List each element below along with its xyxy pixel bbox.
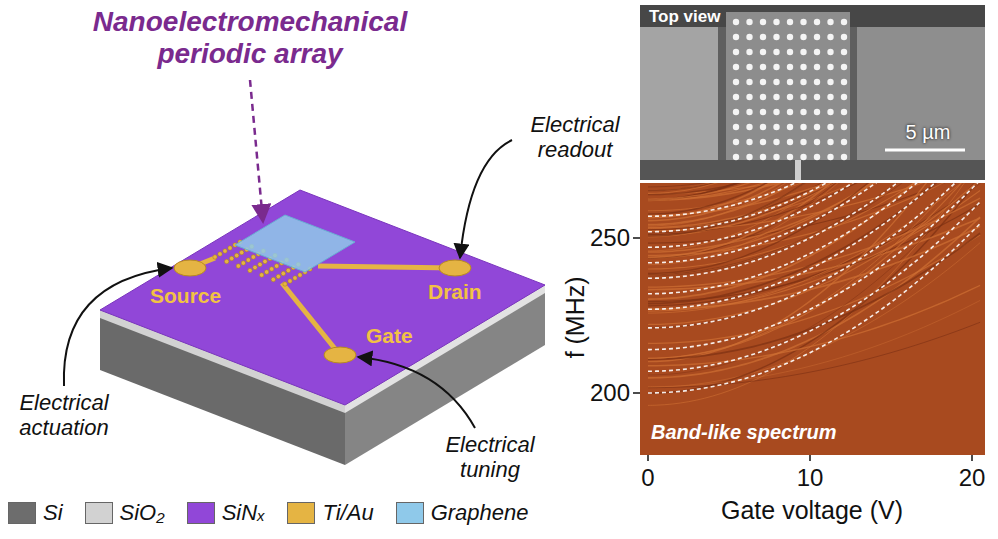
figure-heading: Nanoelectromechanical periodic array xyxy=(60,6,440,70)
drain-pad xyxy=(439,260,471,276)
legend-item: Ti/Au xyxy=(287,500,373,526)
legend-swatch xyxy=(287,502,315,524)
legend-swatch xyxy=(187,502,215,524)
gate-pad xyxy=(324,347,356,363)
legend-swatch xyxy=(8,502,36,524)
tick-label: 10 xyxy=(790,464,830,492)
callout-text: Electrical readout xyxy=(515,112,635,163)
terminal-name: Gate xyxy=(366,324,413,348)
sem-image xyxy=(640,5,985,180)
sem-image-panel: Top view 5 µm xyxy=(640,5,985,180)
scale-label: 5 µm xyxy=(885,121,971,144)
terminal-name: Drain xyxy=(428,280,482,304)
spectrum-map xyxy=(640,183,985,455)
legend: Si SiO₂ SiNₓ Ti/Au Graphene xyxy=(8,500,550,526)
tick-label: 200 xyxy=(580,379,630,407)
panel-title: Top view xyxy=(646,7,723,27)
axis-ticks xyxy=(633,238,972,461)
legend-text: SiO₂ xyxy=(120,500,165,526)
callout-text: Electrical tuning xyxy=(430,432,550,483)
chip-block xyxy=(100,190,545,465)
leader-arrow xyxy=(460,140,512,258)
legend-item: SiNₓ xyxy=(187,500,266,526)
gold-wire xyxy=(282,283,340,355)
legend-item: SiO₂ xyxy=(85,500,165,526)
legend-swatch xyxy=(396,502,424,524)
tick-label: 250 xyxy=(580,224,630,252)
spectrum-panel: Band-like spectrum xyxy=(640,183,985,455)
legend-text: Ti/Au xyxy=(322,500,373,526)
tick-label: 0 xyxy=(628,464,668,492)
leader-arrow xyxy=(358,357,475,428)
source-pad xyxy=(174,260,206,276)
legend-item: Graphene xyxy=(396,500,529,526)
legend-text: Si xyxy=(43,500,63,526)
legend-text: SiNₓ xyxy=(222,500,266,526)
legend-text: Graphene xyxy=(431,500,529,526)
legend-swatch xyxy=(85,502,113,524)
axis-title: Gate voltage (V) xyxy=(692,496,932,525)
graphene-sheet xyxy=(235,215,355,272)
tick-label: 20 xyxy=(952,464,992,492)
axis-title: f (MHz) xyxy=(561,257,590,377)
callout-text: Electrical actuation xyxy=(4,390,124,441)
gold-wire xyxy=(318,266,455,268)
terminal-name: Source xyxy=(150,284,221,308)
sinx-top xyxy=(100,190,545,405)
scale-bar xyxy=(885,149,965,152)
panel-caption: Band-like spectrum xyxy=(648,421,840,444)
legend-item: Si xyxy=(8,500,63,526)
leader-arrow xyxy=(250,80,263,222)
